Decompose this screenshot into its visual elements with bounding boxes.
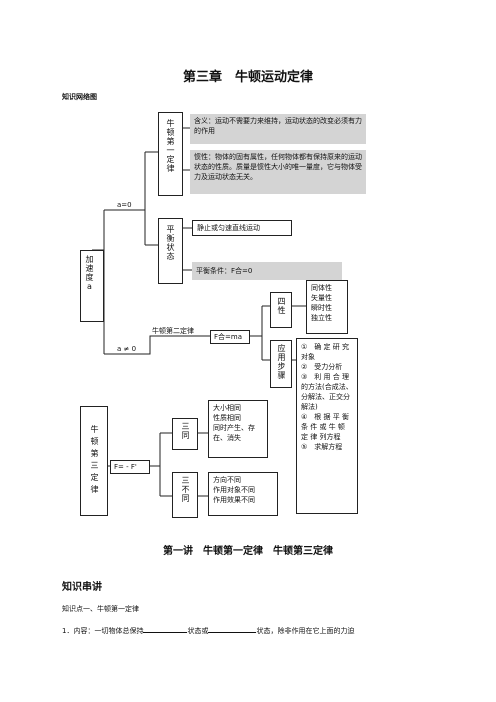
content-mid1: 状态或 <box>187 627 209 635</box>
three-same-list: 大小相同 性质相同 同时产生、存在、消失 <box>208 400 268 458</box>
a-zero-label: a=0 <box>117 201 132 209</box>
prop-item: 同体性 <box>311 284 332 292</box>
steps-list: ① 确 定 研 究 对象 ② 受力分析 ③ 利 用 合 理 的方法(合成法、分解… <box>296 338 358 514</box>
content-mid2: 状态，除非作用在它上面的力迫 <box>256 627 355 635</box>
three-diff-box: 三不同 <box>172 472 198 518</box>
content-prefix: 1．内容：一切物体总保持 <box>62 627 144 635</box>
step-item: ② 受力分析 <box>301 363 343 371</box>
meaning-text: 含义：运动不需要力来维持，运动状态的改变必须有力的作用 <box>190 114 366 144</box>
prop-item: 独立性 <box>311 314 332 322</box>
newton3-box: 牛顿第三定律 <box>80 406 108 516</box>
inertia-text: 惯性：物体的固有属性，任何物体都有保持原来的运动状态的性质。质量是惯性大小的唯一… <box>190 150 366 194</box>
application-box: 应用步骤 <box>270 340 292 388</box>
three-same-box: 三同 <box>172 418 198 450</box>
step-item: ⑤ 求解方程 <box>301 443 343 451</box>
same-item: 同时产生、存在、消失 <box>213 424 255 442</box>
four-props-box: 四性 <box>270 292 292 328</box>
static-motion-box: 静止或匀速直线运动 <box>192 220 292 236</box>
prop-item: 瞬时性 <box>311 304 332 312</box>
step-item: ③ 利 用 合 理 的方法(合成法、分解法、正交分解法) <box>301 373 353 411</box>
acceleration-box: 加速度a <box>80 250 104 322</box>
content-line: 1．内容：一切物体总保持 状态或 状态，除非作用在它上面的力迫 <box>62 626 354 636</box>
diff-item: 作用对象不同 <box>213 486 255 494</box>
same-item: 性质相同 <box>213 414 241 422</box>
f-equal-box: F= - F' <box>110 460 150 474</box>
blank-2 <box>208 632 257 633</box>
section-label: 知识网络图 <box>62 93 97 101</box>
four-props-list: 同体性 矢量性 瞬时性 独立性 <box>306 280 348 334</box>
lecture-title: 第一讲 牛顿第一定律 牛顿第三定律 <box>163 546 333 557</box>
a-nonzero-label: a ≠ 0 <box>117 345 137 353</box>
f-ma-box: F合=ma <box>210 330 250 344</box>
equilibrium-box: 平衡状态 <box>158 218 183 284</box>
diff-item: 作用效果不同 <box>213 496 255 504</box>
chapter-title: 第三章 牛顿运动定律 <box>182 70 313 85</box>
prop-item: 矢量性 <box>311 294 332 302</box>
newton1-box: 牛顿第一定律 <box>158 112 183 196</box>
knowledge-heading: 知识串讲 <box>62 582 102 593</box>
step-item: ① 确 定 研 究 对象 <box>301 343 349 361</box>
step-item: ④ 根 据 平 衡 条 件 或 牛 顿 定 律 列方程 <box>301 413 349 441</box>
same-item: 大小相同 <box>213 404 241 412</box>
three-diff-list: 方向不同 作用对象不同 作用效果不同 <box>208 472 278 516</box>
equilibrium-condition: 平衡条件：F合=0 <box>192 262 342 280</box>
point1-heading: 知识点一、牛顿第一定律 <box>62 605 139 613</box>
newton2-label: 牛顿第二定律 <box>152 327 194 335</box>
blank-1 <box>143 632 188 633</box>
diff-item: 方向不同 <box>213 476 241 484</box>
